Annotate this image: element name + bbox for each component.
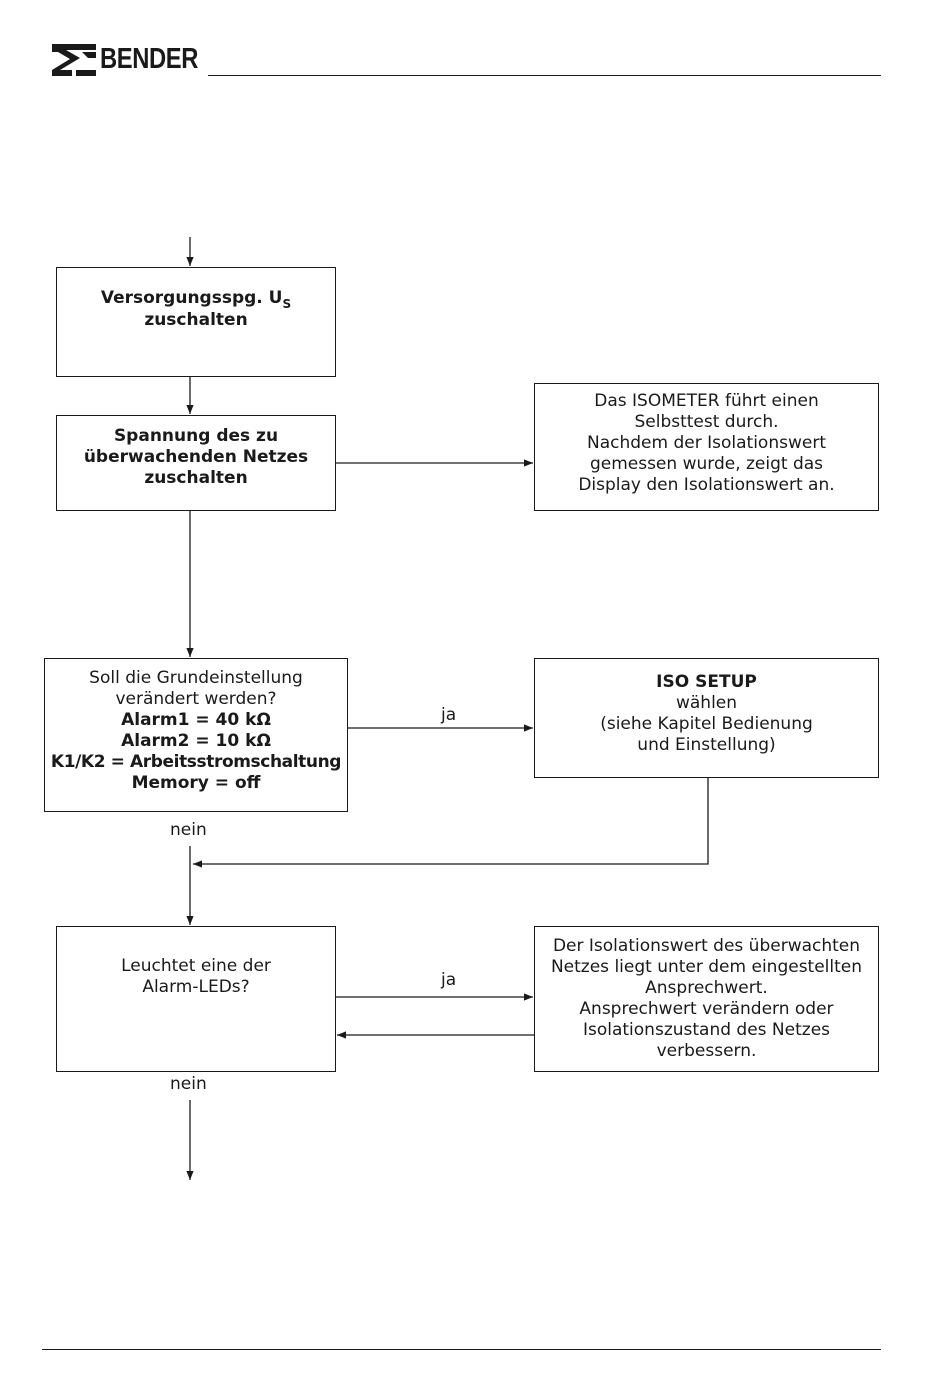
- box-insulation-below-threshold: Der Isolationswert des überwachten Netze…: [534, 926, 879, 1072]
- box-selftest-line: gemessen wurde, zeigt das: [589, 454, 824, 474]
- setting-memory: Memory = off: [131, 773, 261, 793]
- label-yes-settings: ja: [441, 705, 457, 725]
- label-yes-alarm: ja: [441, 970, 457, 990]
- insulation-line: Ansprechwert.: [645, 978, 768, 998]
- insulation-line: Ansprechwert verändern oder: [579, 999, 834, 1019]
- iso-setup-line: und Einstellung): [637, 735, 776, 755]
- label-no-settings: nein: [170, 820, 207, 840]
- setting-relay-mode: K1/K2 = Arbeitsstromschaltung: [50, 752, 342, 772]
- box-default-settings-question: Soll die Grundeinstellung verändert werd…: [44, 658, 348, 812]
- bender-logo-icon: [52, 44, 96, 76]
- box-selftest-line: Das ISOMETER führt einen: [594, 391, 819, 411]
- box-supply-voltage-line2: zuschalten: [144, 310, 248, 330]
- box-question-line: Soll die Grundeinstellung: [89, 668, 303, 688]
- box-selftest-line: Nachdem der Isolationswert: [587, 433, 826, 453]
- box-selftest-line: Display den Isolationswert an.: [578, 475, 835, 495]
- alarm-led-line: Leuchtet eine der: [121, 956, 271, 976]
- iso-setup-line: wählen: [675, 693, 738, 713]
- box-question-line: verändert werden?: [115, 689, 277, 709]
- insulation-line: Der Isolationswert des überwachten: [552, 936, 861, 956]
- iso-setup-title: ISO SETUP: [656, 672, 757, 692]
- box-supply-voltage-line1: Versorgungsspg. US: [100, 288, 292, 311]
- header-rule: [208, 75, 881, 76]
- setting-alarm2: Alarm2 = 10 kΩ: [121, 731, 271, 751]
- box-network-voltage-line: zuschalten: [144, 468, 248, 488]
- footer-rule: [42, 1349, 881, 1350]
- box-alarm-led-question: Leuchtet eine der Alarm-LEDs?: [56, 926, 336, 1072]
- box-network-voltage-line: Spannung des zu: [113, 426, 279, 446]
- label-no-alarm: nein: [170, 1074, 207, 1094]
- insulation-line: Netzes liegt unter dem eingestellten: [550, 957, 863, 977]
- box-selftest-line: Selbsttest durch.: [634, 412, 779, 432]
- insulation-line: verbessern.: [656, 1041, 757, 1061]
- alarm-led-line: Alarm-LEDs?: [142, 977, 250, 997]
- box-iso-setup: ISO SETUP wählen (siehe Kapitel Bedienun…: [534, 658, 879, 778]
- iso-setup-line: (siehe Kapitel Bedienung: [600, 714, 813, 734]
- box-selftest-info: Das ISOMETER führt einen Selbsttest durc…: [534, 383, 879, 511]
- insulation-line: Isolationszustand des Netzes: [582, 1020, 831, 1040]
- brand-name: BENDER: [100, 43, 198, 75]
- arrow-box5-return: [193, 778, 709, 868]
- subscript-s: S: [282, 297, 292, 311]
- box-network-voltage: Spannung des zu überwachenden Netzes zus…: [56, 415, 336, 511]
- box-supply-voltage: Versorgungsspg. US zuschalten: [56, 267, 336, 377]
- setting-alarm1: Alarm1 = 40 kΩ: [121, 710, 271, 730]
- box-network-voltage-line: überwachenden Netzes: [83, 447, 309, 467]
